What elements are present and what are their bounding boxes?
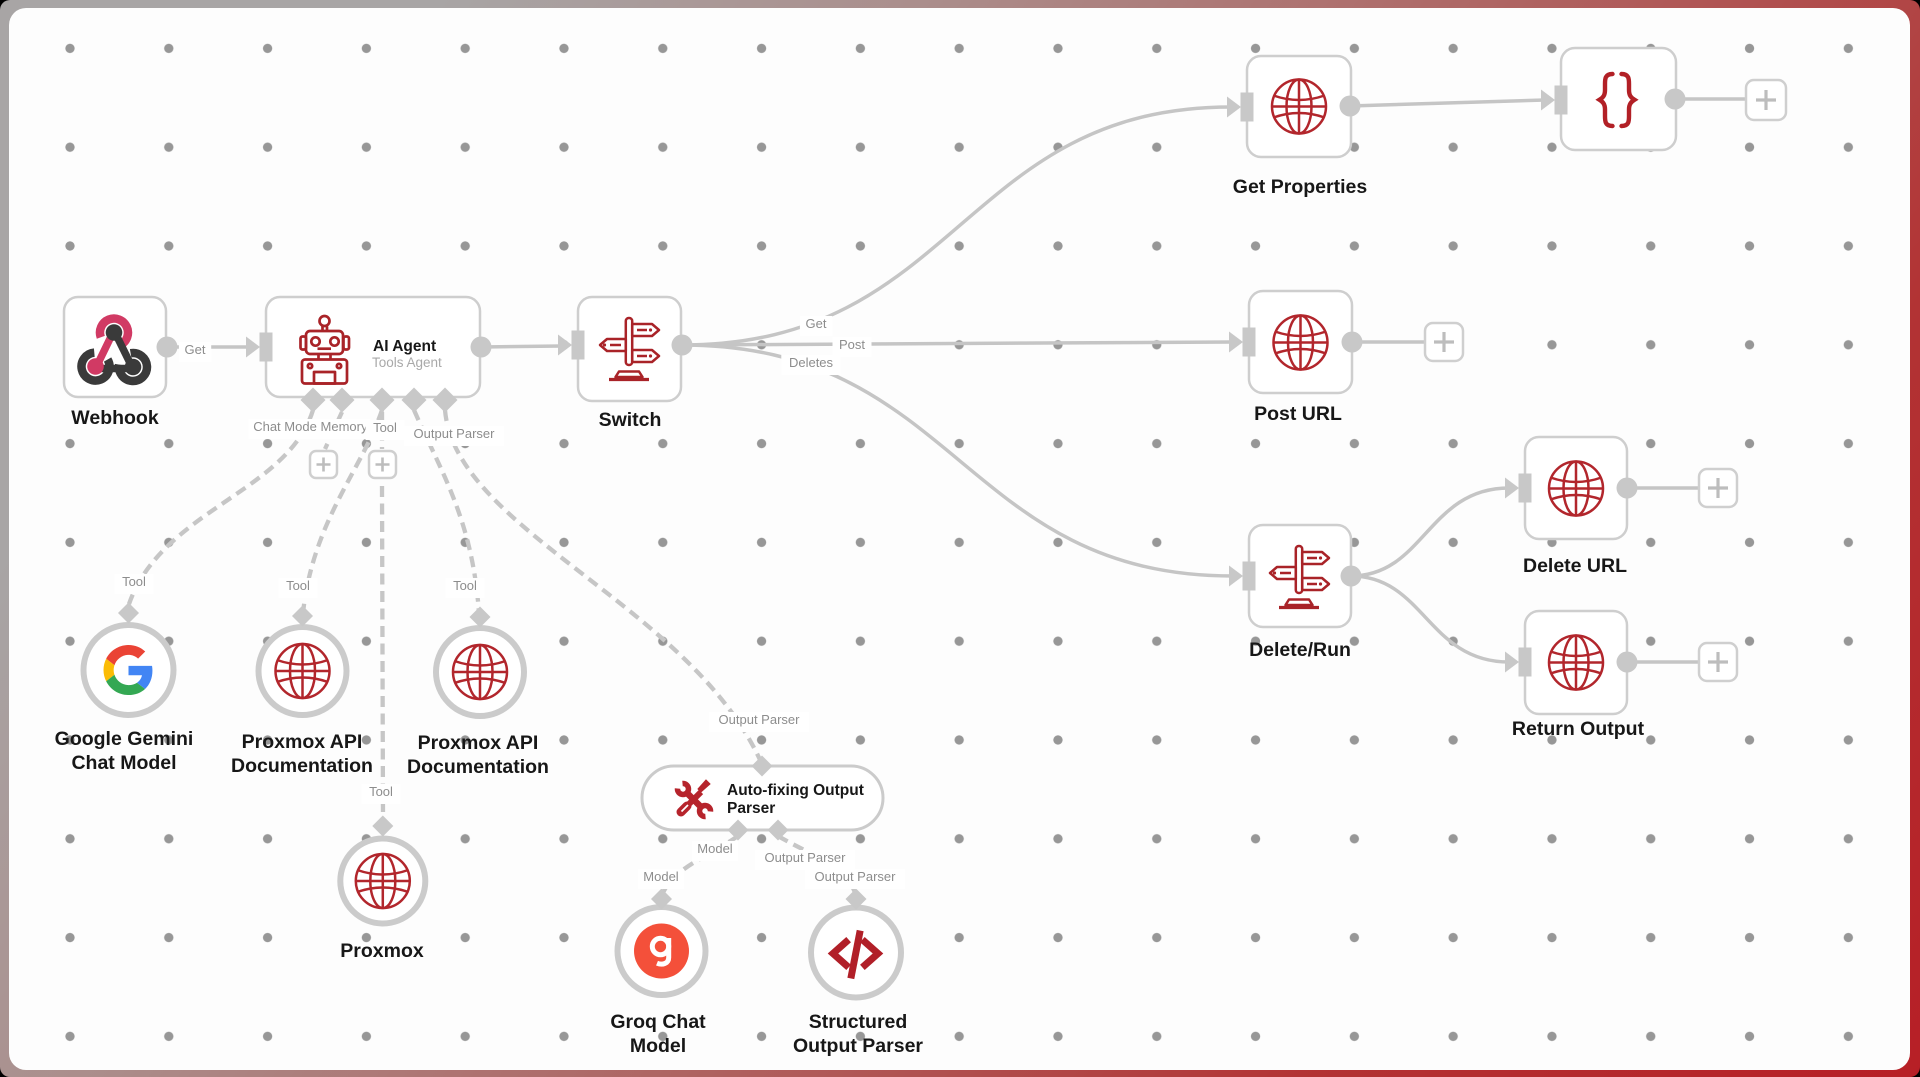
svg-text:Proxmox API: Proxmox API — [242, 731, 363, 753]
svg-text:Get: Get — [806, 316, 827, 331]
svg-text:Structured: Structured — [809, 1011, 908, 1033]
svg-text:Post URL: Post URL — [1254, 403, 1342, 425]
svg-text:Tool: Tool — [369, 784, 393, 799]
svg-text:Chat Model: Chat Model — [71, 752, 176, 774]
svg-text:Documentation: Documentation — [231, 755, 373, 777]
svg-text:Tools Agent: Tools Agent — [372, 355, 442, 370]
svg-text:Model: Model — [697, 841, 733, 856]
svg-text:Webhook: Webhook — [71, 407, 159, 429]
svg-text:Chat Mode: Chat Mode — [253, 419, 317, 434]
svg-text:Output Parser: Output Parser — [414, 426, 496, 441]
svg-text:Model: Model — [643, 869, 679, 884]
svg-text:Tool: Tool — [286, 578, 310, 593]
svg-text:Switch: Switch — [599, 409, 662, 431]
svg-text:AI Agent: AI Agent — [373, 338, 436, 355]
svg-text:Deletes: Deletes — [789, 355, 834, 370]
svg-text:Tool: Tool — [453, 578, 477, 593]
svg-text:Post: Post — [839, 337, 865, 352]
svg-text:Groq Chat: Groq Chat — [610, 1011, 706, 1033]
svg-text:Get Properties: Get Properties — [1233, 176, 1368, 198]
svg-text:Parser: Parser — [727, 800, 775, 817]
svg-text:Output Parser: Output Parser — [719, 712, 801, 727]
svg-text:Output Parser: Output Parser — [765, 850, 847, 865]
svg-text:Proxmox API: Proxmox API — [418, 732, 539, 754]
svg-text:Output Parser: Output Parser — [793, 1035, 923, 1057]
svg-text:Model: Model — [630, 1035, 686, 1057]
svg-text:Tool: Tool — [122, 574, 146, 589]
svg-text:Memory: Memory — [321, 419, 368, 434]
svg-text:Documentation: Documentation — [407, 756, 549, 778]
svg-text:Get: Get — [185, 342, 206, 357]
svg-text:Auto-fixing Output: Auto-fixing Output — [727, 782, 864, 799]
svg-text:Delete URL: Delete URL — [1523, 555, 1627, 577]
svg-text:Proxmox: Proxmox — [340, 940, 424, 962]
svg-text:Tool: Tool — [373, 420, 397, 435]
svg-text:Output Parser: Output Parser — [815, 869, 897, 884]
svg-text:Return Output: Return Output — [1512, 718, 1645, 740]
svg-text:Google Gemini: Google Gemini — [55, 728, 194, 750]
svg-text:Delete/Run: Delete/Run — [1249, 639, 1351, 661]
